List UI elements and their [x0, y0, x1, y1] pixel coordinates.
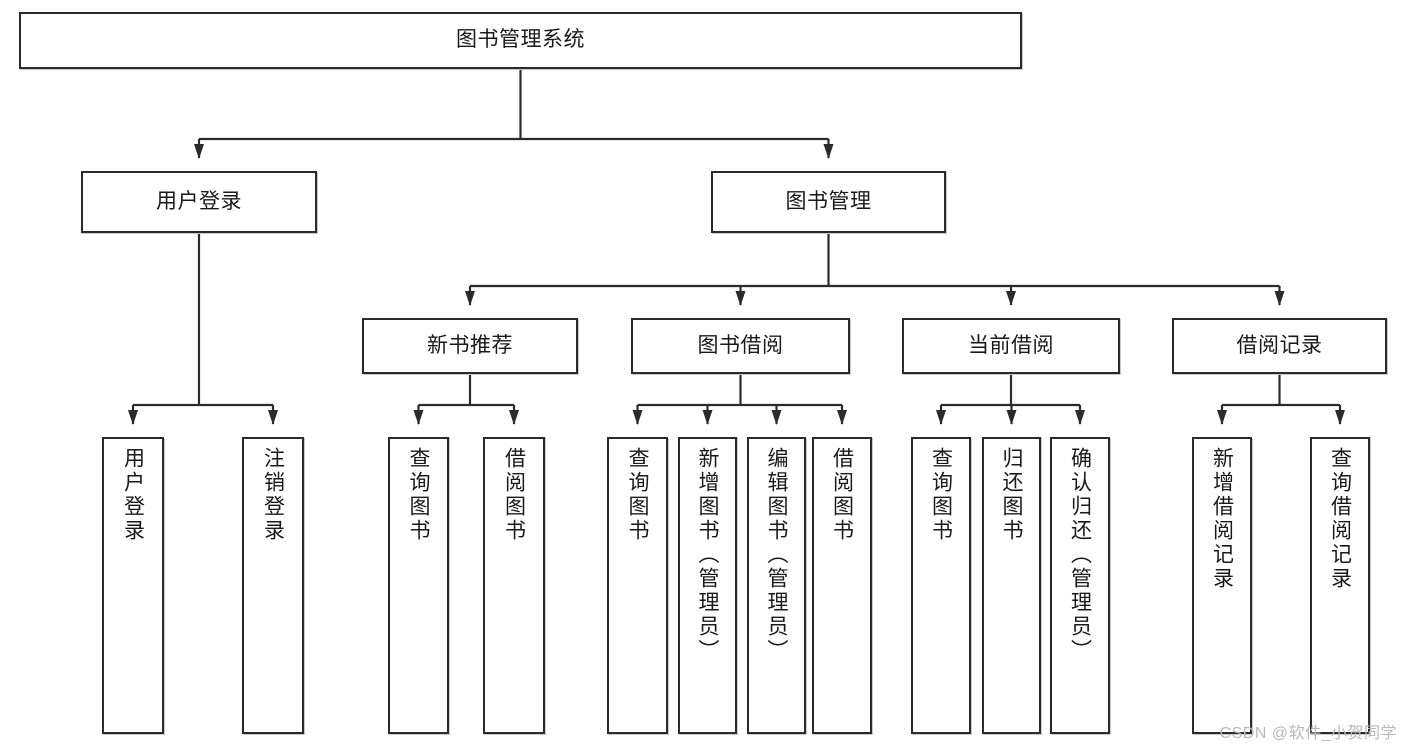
node-current-borrow[interactable]: 当前借阅	[902, 318, 1120, 374]
node-label: 当前借阅	[968, 333, 1054, 357]
node-label: 借阅图书	[830, 447, 854, 543]
node-leaf-query-record[interactable]: 查询借阅记录	[1310, 437, 1370, 734]
node-label: 查询图书	[929, 447, 953, 543]
node-label: 图书借阅	[697, 333, 784, 357]
node-leaf-query-book-3[interactable]: 查询图书	[911, 437, 971, 734]
node-label: 确认归还（管理员）	[1068, 447, 1092, 663]
node-label: 图书管理系统	[456, 28, 585, 52]
node-user-login[interactable]: 用户登录	[81, 171, 317, 233]
node-borrow-record[interactable]: 借阅记录	[1172, 318, 1387, 374]
node-label: 查询图书	[407, 447, 430, 543]
node-label: 图书管理	[785, 189, 872, 213]
node-label: 新增图书（管理员）	[696, 447, 719, 663]
node-label: 查询图书	[626, 447, 649, 543]
node-label: 查询借阅记录	[1328, 447, 1352, 591]
csdn-watermark: CSDN @软件_小贺同学	[1219, 725, 1397, 742]
node-leaf-add-record[interactable]: 新增借阅记录	[1192, 437, 1252, 734]
node-book-borrow[interactable]: 图书借阅	[631, 318, 850, 374]
node-label: 借阅记录	[1236, 333, 1323, 357]
node-new-book-rec[interactable]: 新书推荐	[362, 318, 578, 374]
node-label: 新书推荐	[427, 333, 513, 357]
node-label: 用户登录	[156, 189, 242, 213]
node-label: 用户登录	[121, 447, 145, 543]
node-leaf-query-book-2[interactable]: 查询图书	[607, 437, 668, 734]
node-leaf-query-book-1[interactable]: 查询图书	[388, 437, 449, 734]
node-label: 归还图书	[1000, 447, 1023, 543]
node-root[interactable]: 图书管理系统	[19, 12, 1022, 69]
node-book-manage[interactable]: 图书管理	[711, 171, 946, 233]
node-leaf-edit-book[interactable]: 编辑图书（管理员）	[747, 437, 806, 734]
node-label: 新增借阅记录	[1210, 447, 1234, 591]
node-leaf-borrow-book-2[interactable]: 借阅图书	[812, 437, 872, 734]
node-leaf-confirm-return[interactable]: 确认归还（管理员）	[1050, 437, 1110, 734]
node-leaf-user-login[interactable]: 用户登录	[102, 437, 164, 734]
node-leaf-return-book[interactable]: 归还图书	[982, 437, 1041, 734]
node-leaf-add-book[interactable]: 新增图书（管理员）	[678, 437, 737, 734]
node-label: 编辑图书（管理员）	[765, 447, 788, 663]
node-leaf-logout[interactable]: 注销登录	[242, 437, 304, 734]
node-label: 借阅图书	[502, 447, 526, 543]
node-label: 注销登录	[261, 447, 285, 543]
node-leaf-borrow-book-1[interactable]: 借阅图书	[483, 437, 545, 734]
